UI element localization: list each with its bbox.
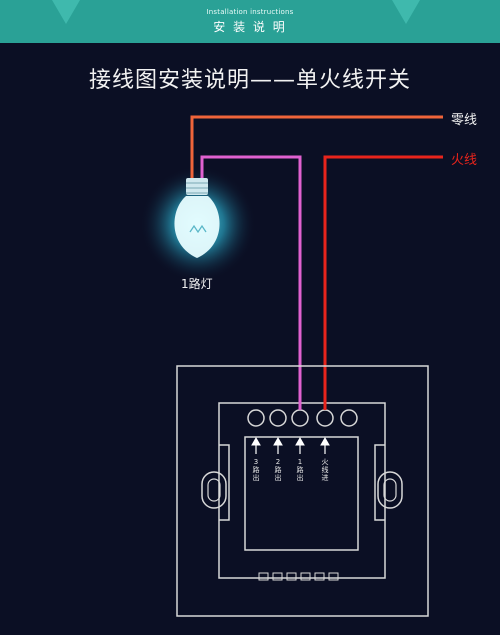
- terminal-arrows: [251, 436, 330, 454]
- terminal-screws: [247, 409, 358, 427]
- mount-slot-right: [377, 471, 403, 509]
- load-wire: [200, 155, 302, 400]
- neutral-wire: [190, 115, 443, 178]
- terminal-live-in: [316, 409, 334, 427]
- switch-panel: [176, 365, 429, 617]
- mount-slot-left: [201, 471, 227, 509]
- terminal-spare: [340, 409, 358, 427]
- terminal-label-3: 3路出: [252, 458, 260, 482]
- bulb-label: 1路灯: [181, 277, 213, 291]
- terminal-label-live-in: 火线进: [321, 458, 329, 482]
- terminal-1: [291, 409, 309, 427]
- bulb-icon: [174, 178, 220, 258]
- terminal-3: [247, 409, 265, 427]
- header-subtitle-en: Installation instructions: [206, 8, 294, 16]
- vent-slots: [258, 572, 339, 581]
- header-subtitle-zh: 安 装 说 明: [213, 20, 287, 34]
- header-notch-right: [392, 0, 420, 24]
- live-wire: [323, 155, 443, 400]
- page-title: 接线图安装说明——单火线开关: [88, 68, 411, 93]
- terminal-label-1: 1路出: [296, 458, 304, 482]
- terminal-2: [269, 409, 287, 427]
- mount-slot-right-inner: [383, 478, 397, 502]
- live-wire-label: 火线: [451, 153, 478, 168]
- neutral-wire-label: 零线: [451, 113, 478, 128]
- terminal-label-2: 2路出: [274, 458, 282, 482]
- header-bar: Installation instructions 安 装 说 明: [0, 0, 500, 43]
- header-notch-left: [52, 0, 80, 24]
- mount-slot-left-inner: [207, 478, 221, 502]
